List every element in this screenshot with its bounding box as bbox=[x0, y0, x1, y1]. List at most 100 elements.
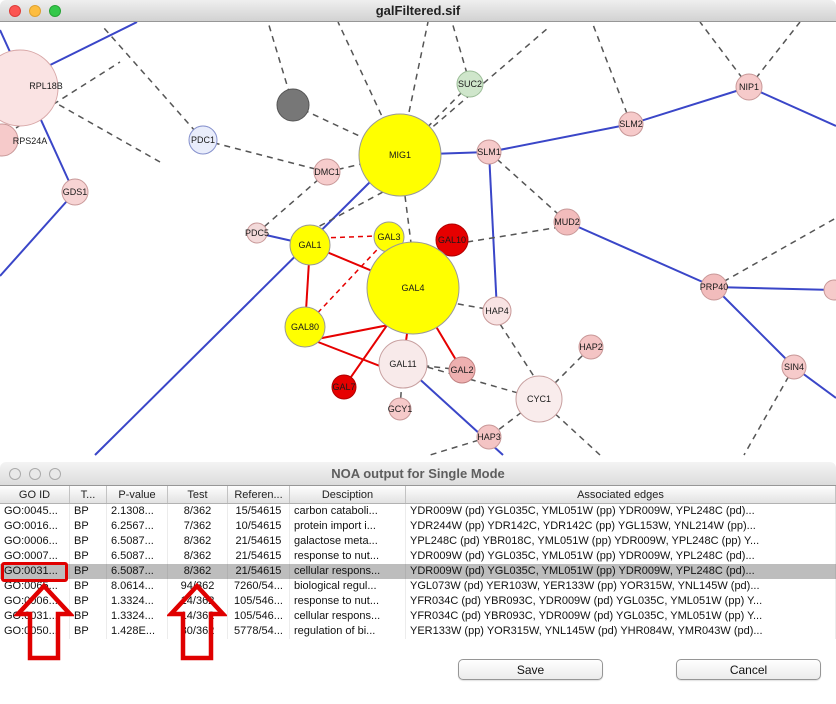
table-cell: 21/54615 bbox=[228, 564, 290, 579]
graph-node-prp40[interactable] bbox=[700, 273, 728, 301]
cancel-button[interactable]: Cancel bbox=[676, 659, 821, 680]
graph-node-cyc1[interactable] bbox=[515, 375, 563, 423]
zoom-button[interactable] bbox=[49, 4, 61, 17]
table-cell: 7260/54... bbox=[228, 579, 290, 594]
table-cell: 1.3324... bbox=[107, 594, 168, 609]
column-header[interactable]: T... bbox=[70, 486, 107, 503]
network-canvas[interactable]: RPL18BRPS24AGDS1PDC1DMC1MIG1SUC2SLM1SLM2… bbox=[0, 22, 836, 462]
graph-node-mig1[interactable] bbox=[358, 113, 442, 197]
graph-node-hap3[interactable] bbox=[476, 424, 502, 450]
table-cell: BP bbox=[70, 609, 107, 624]
graph-edge bbox=[713, 286, 835, 291]
table-cell: 105/546... bbox=[228, 609, 290, 624]
graph-node-gal11[interactable] bbox=[378, 339, 428, 389]
graph-node-pdc5[interactable] bbox=[246, 222, 268, 244]
zoom-button[interactable] bbox=[49, 467, 61, 480]
table-cell: YFR034C (pd) YBR093C, YDR009W (pd) YGL03… bbox=[406, 594, 836, 609]
table-cell: 94/362 bbox=[168, 579, 228, 594]
table-cell: YGL073W (pd) YER103W, YER133W (pp) YOR31… bbox=[406, 579, 836, 594]
close-button[interactable] bbox=[9, 4, 21, 17]
graph-node-rpl18b[interactable] bbox=[0, 49, 59, 127]
table-cell: 105/546... bbox=[228, 594, 290, 609]
graph-node-unlabeled[interactable] bbox=[823, 279, 836, 301]
graph-node-gcy1[interactable] bbox=[388, 397, 412, 421]
table-cell: 80/362 bbox=[168, 624, 228, 639]
graph-edge bbox=[699, 22, 750, 88]
graph-node-unlabeled[interactable] bbox=[276, 88, 310, 122]
column-header[interactable]: Test bbox=[168, 486, 228, 503]
graph-edge bbox=[15, 61, 121, 129]
table-cell: 14/362 bbox=[168, 594, 228, 609]
table-cell: BP bbox=[70, 519, 107, 534]
save-button[interactable]: Save bbox=[458, 659, 603, 680]
window-controls bbox=[9, 0, 61, 21]
graph-node-gal80[interactable] bbox=[284, 306, 326, 348]
window-controls-inactive bbox=[9, 462, 61, 485]
graph-node-sin4[interactable] bbox=[781, 354, 807, 380]
graph-edge bbox=[713, 286, 795, 368]
graph-node-suc2[interactable] bbox=[456, 70, 484, 98]
graph-node-nip1[interactable] bbox=[735, 73, 763, 101]
graph-edge bbox=[103, 27, 204, 141]
table-cell: 8/362 bbox=[168, 564, 228, 579]
table-cell: 5778/54... bbox=[228, 624, 290, 639]
table-cell: YFR034C (pd) YBR093C, YDR009W (pd) YGL03… bbox=[406, 609, 836, 624]
table-cell: GO:0016... bbox=[0, 519, 70, 534]
table-cell: 7/362 bbox=[168, 519, 228, 534]
graph-node-hap2[interactable] bbox=[578, 334, 604, 360]
graph-node-dmc1[interactable] bbox=[313, 158, 341, 186]
column-header[interactable]: Referen... bbox=[228, 486, 290, 503]
column-header[interactable]: GO ID bbox=[0, 486, 70, 503]
graph-node-gal1[interactable] bbox=[289, 224, 331, 266]
graph-node-slm1[interactable] bbox=[476, 139, 502, 165]
graph-edge bbox=[256, 171, 328, 234]
graph-node-hap4[interactable] bbox=[482, 296, 512, 326]
graph-node-pdc1[interactable] bbox=[188, 125, 218, 155]
graph-edge bbox=[310, 236, 390, 321]
table-cell: YER133W (pp) YOR315W, YNL145W (pd) YHR08… bbox=[406, 624, 836, 639]
table-cell: GO:0065... bbox=[0, 579, 70, 594]
graph-node-rps24a[interactable] bbox=[0, 123, 19, 157]
table-cell: GO:0007... bbox=[0, 549, 70, 564]
table-cell: YDR009W (pd) YGL035C, YML051W (pp) YDR00… bbox=[406, 549, 836, 564]
table-cell: cellular respons... bbox=[290, 564, 406, 579]
column-header[interactable]: P-value bbox=[107, 486, 168, 503]
graph-node-gal10[interactable] bbox=[435, 223, 469, 257]
graph-node-gal2[interactable] bbox=[448, 356, 476, 384]
table-cell: response to nut... bbox=[290, 549, 406, 564]
minimize-button[interactable] bbox=[29, 4, 41, 17]
table-cell: BP bbox=[70, 624, 107, 639]
graph-node-slm2[interactable] bbox=[618, 111, 644, 137]
graph-node-mud2[interactable] bbox=[553, 208, 581, 236]
minimize-button[interactable] bbox=[29, 467, 41, 480]
table-cell: GO:0006... bbox=[0, 594, 70, 609]
graph-node-gal4[interactable] bbox=[366, 241, 460, 335]
graph-node-gds1[interactable] bbox=[61, 178, 89, 206]
network-window-title: galFiltered.sif bbox=[375, 3, 461, 18]
graph-edge bbox=[748, 86, 836, 127]
table-cell: BP bbox=[70, 549, 107, 564]
table-cell: 8.0614... bbox=[107, 579, 168, 594]
graph-edge bbox=[499, 323, 536, 379]
column-header[interactable]: Associated edges bbox=[406, 486, 836, 503]
graph-edge bbox=[426, 366, 540, 400]
graph-edge bbox=[591, 22, 632, 125]
table-cell: regulation of bi... bbox=[290, 624, 406, 639]
column-header[interactable]: Desciption bbox=[290, 486, 406, 503]
graph-node-gal7[interactable] bbox=[331, 374, 357, 400]
network-window-titlebar[interactable]: galFiltered.sif bbox=[0, 0, 836, 22]
table-cell: response to nut... bbox=[290, 594, 406, 609]
noa-window-titlebar[interactable]: NOA output for Single Mode bbox=[0, 462, 836, 486]
close-button[interactable] bbox=[9, 467, 21, 480]
table-cell: GO:0045... bbox=[0, 504, 70, 519]
